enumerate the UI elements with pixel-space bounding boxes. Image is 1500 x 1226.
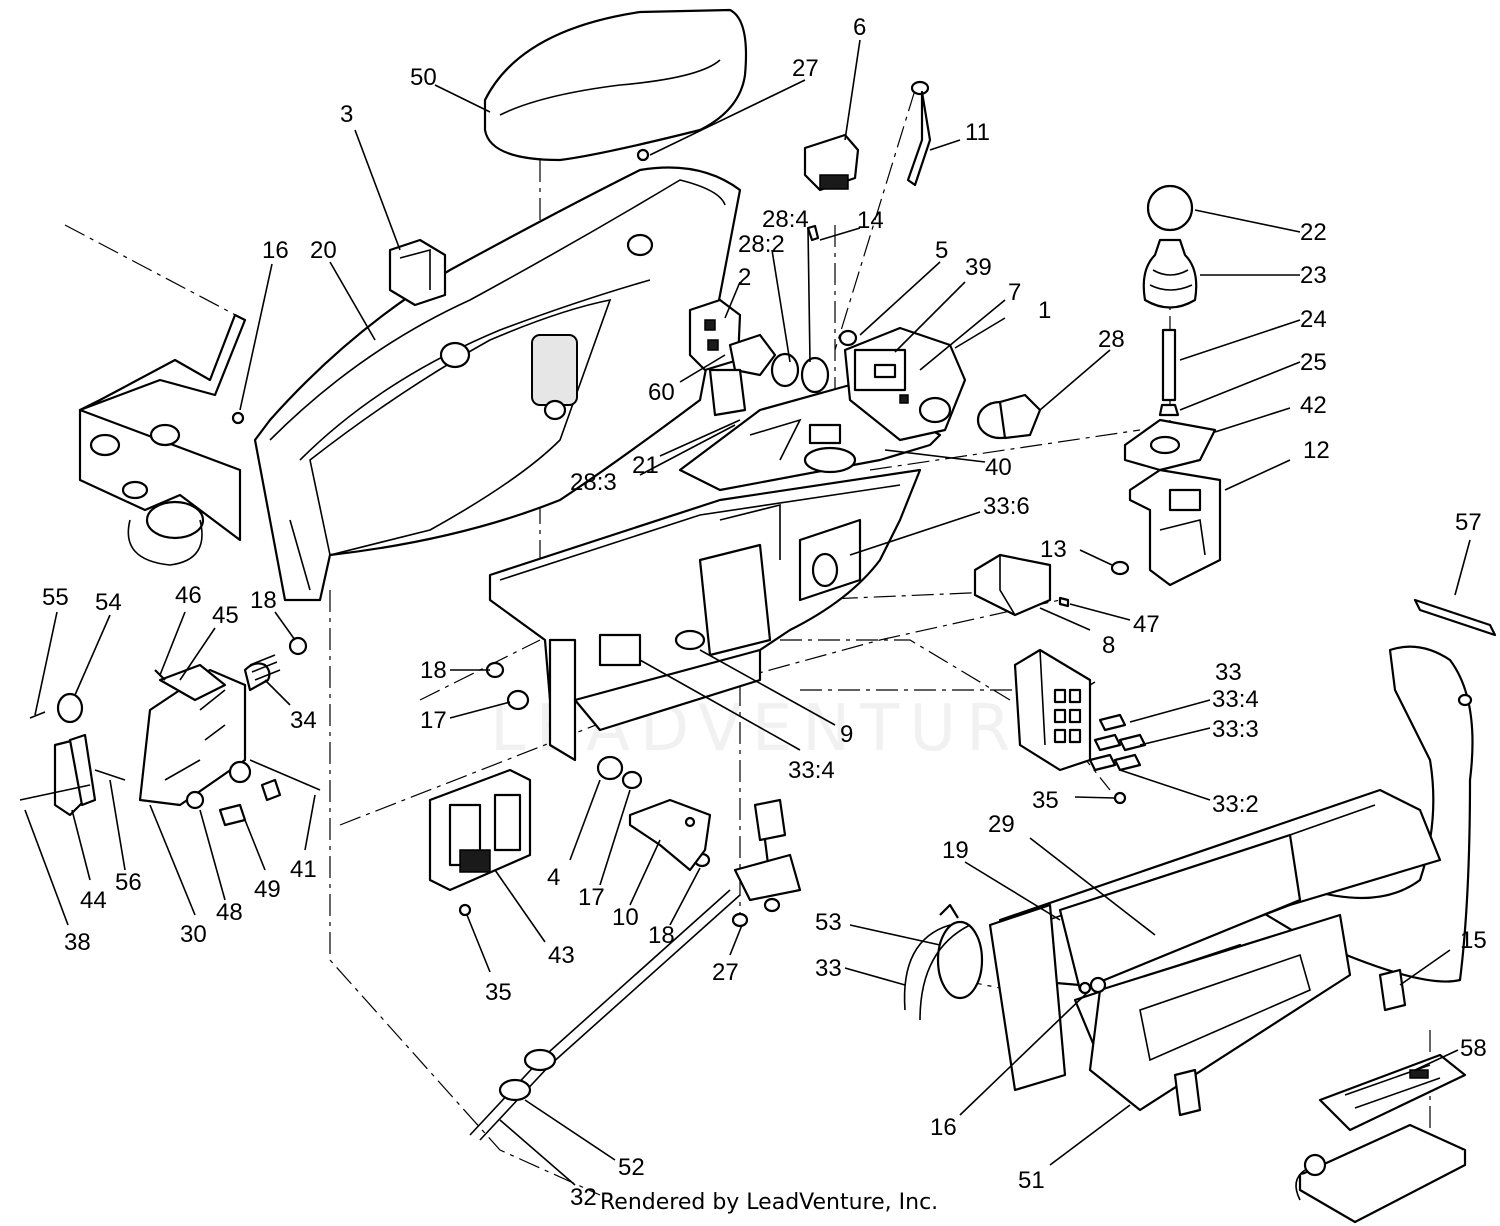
small-hardware [231,148,1092,995]
rocker-switch [803,133,860,192]
key-part-11 [906,80,932,187]
callout-32: 32 [570,1184,597,1211]
callout-35a: 35 [1032,787,1059,814]
credit-text: Rendered by LeadVenture, Inc. [600,1190,939,1215]
callout-labels: 1 2 3 4 5 6 7 8 9 10 11 12 13 14 15 16 1… [42,14,1487,1211]
callout-8: 8 [1102,632,1115,659]
callout-40: 40 [985,454,1012,481]
relay-part-8 [973,553,1070,617]
controller-module [428,768,532,917]
side-console-cover [253,166,742,602]
callout-28-3: 28:3 [570,469,617,496]
callout-57: 57 [1455,509,1482,536]
bracket-part-10 [628,798,712,872]
callout-2: 2 [738,264,751,291]
callout-3: 3 [340,101,353,128]
callout-51: 51 [1018,1167,1045,1194]
callout-33-4a: 33:4 [1212,686,1259,713]
callout-15: 15 [1460,927,1487,954]
callout-33-6: 33:6 [983,493,1030,520]
callout-12: 12 [1303,437,1330,464]
callout-33b: 33 [815,955,842,982]
callout-4: 4 [547,864,560,891]
callout-33-2: 33:2 [1212,791,1259,818]
callout-28-4: 28:4 [762,206,809,233]
callout-17a: 17 [420,707,447,734]
callout-33a: 33 [1215,659,1242,686]
callout-49: 49 [254,876,281,903]
callout-16a: 16 [262,237,289,264]
callout-27a: 27 [792,55,819,82]
callout-1: 1 [1038,297,1051,324]
callout-54: 54 [95,589,122,616]
bushings [485,661,711,868]
callout-18a: 18 [420,657,447,684]
callout-46: 46 [175,582,202,609]
callout-35b: 35 [485,979,512,1006]
leader-lines [24,39,1471,1186]
callout-28-2: 28:2 [738,231,785,258]
hour-meter [976,393,1042,440]
callout-60: 60 [648,379,675,406]
pin-part-14 [806,224,820,242]
wire-harness [903,903,984,1021]
callout-18b: 18 [250,587,277,614]
callout-27b: 27 [712,959,739,986]
console-frame [488,468,922,762]
callout-29: 29 [988,811,1015,838]
callout-23: 23 [1300,262,1327,289]
lever-assembly [19,636,321,827]
callout-24: 24 [1300,306,1327,333]
control-box [1295,1123,1467,1224]
callout-42: 42 [1300,392,1327,419]
callout-25: 25 [1300,349,1327,376]
callout-58: 58 [1460,1035,1487,1062]
decal-58 [1318,1053,1467,1132]
instrument-panel [838,326,967,442]
callout-13: 13 [1040,536,1067,563]
callout-18c: 18 [648,922,675,949]
armrest-pad [483,8,748,162]
callout-10: 10 [612,904,639,931]
callout-19: 19 [942,837,969,864]
key-switch-group [688,298,830,417]
left-bracket-assembly [78,313,247,566]
callout-41: 41 [290,856,317,883]
switch-part-3 [388,238,447,307]
callout-21: 21 [632,452,659,479]
callout-20: 20 [310,237,337,264]
callout-5: 5 [935,237,948,264]
callout-44: 44 [80,887,107,914]
right-housing [988,598,1497,1117]
callout-48: 48 [216,899,243,926]
callout-52: 52 [618,1154,645,1181]
callout-30: 30 [180,921,207,948]
callout-53: 53 [815,909,842,936]
joystick-assembly [1110,184,1222,587]
callout-16b: 16 [930,1114,957,1141]
callout-28: 28 [1098,326,1125,353]
callout-14: 14 [857,207,884,234]
callout-17b: 17 [578,884,605,911]
callout-56: 56 [115,869,142,896]
callout-34: 34 [290,707,317,734]
callout-55: 55 [42,584,69,611]
callout-47: 47 [1133,611,1160,638]
callout-50: 50 [410,64,437,91]
callout-33-4b: 33:4 [788,757,835,784]
callout-39: 39 [965,254,992,281]
callout-43: 43 [548,942,575,969]
callout-45: 45 [212,602,239,629]
lever-cable [469,798,802,1141]
callout-33-3: 33:3 [1212,716,1259,743]
callout-11: 11 [965,119,990,146]
callout-22: 22 [1300,219,1327,246]
callout-7: 7 [1008,279,1021,306]
callout-9: 9 [840,721,853,748]
callout-38: 38 [64,929,91,956]
callout-6: 6 [853,14,866,41]
connector-part-33 [1013,648,1147,805]
